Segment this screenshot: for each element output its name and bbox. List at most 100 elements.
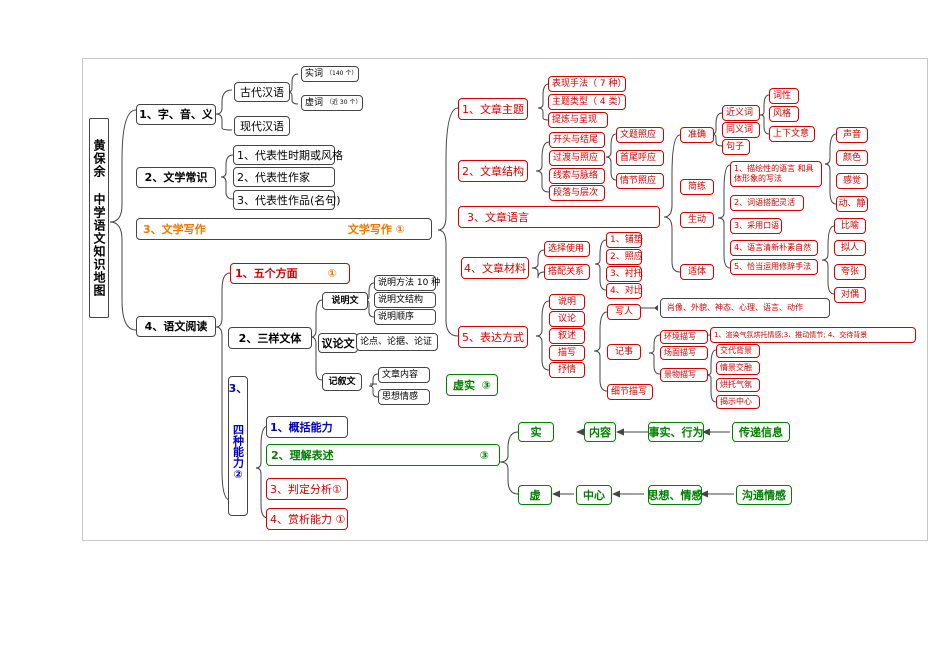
lang-style: 风格: [769, 106, 799, 122]
echo-title: 文题照应: [616, 127, 664, 143]
desc-color: 颜色: [836, 150, 868, 166]
flow-center: 中心: [576, 485, 612, 505]
content-words-note: （140 个）: [326, 70, 358, 77]
person-aspects: 肖像、外貌、神态、心理、语言、动作: [660, 298, 830, 318]
ability-understand-badge: ③: [479, 448, 489, 462]
lang-synonym: 同义词: [722, 122, 760, 138]
theme-techniques: 表现手法（ 7 种）: [548, 76, 626, 92]
mode-explain: 说明: [549, 294, 585, 310]
ancient-chinese: 古代汉语: [234, 82, 290, 102]
mode-describe: 描写: [549, 345, 585, 361]
ability-summarize: 1、概括能力: [266, 416, 348, 438]
rhet-exaggerate: 夸张: [834, 264, 866, 280]
article-material: 4、文章材料: [461, 257, 529, 279]
scene-atmosphere: 烘托气氛: [716, 378, 760, 392]
lang-context: 上下文意: [769, 126, 815, 142]
lang-pos: 词性: [769, 88, 799, 104]
mode-narrate: 叙述: [549, 328, 585, 344]
expository-methods: 说明方法 10 种: [374, 275, 440, 291]
material-lead: 1、铺垫: [606, 232, 643, 248]
expression-modes: 5、表达方式: [458, 326, 528, 348]
writing-right: 文学写作 ①: [344, 224, 405, 235]
lit-period-style: 1、代表性时期或风格: [233, 145, 343, 165]
flow-real: 实: [518, 422, 554, 442]
writing-right-label: 文学写作: [347, 222, 392, 236]
lit-authors: 2、代表性作家: [233, 167, 335, 187]
scene-center: 揭示中心: [716, 395, 760, 409]
function-words-label: 虚词: [305, 97, 324, 108]
four-abilities-num: 3、: [228, 382, 248, 395]
article-theme: 1、文章主题: [458, 98, 528, 120]
material-select: 选择使用: [544, 241, 590, 257]
section-char-sound-meaning: 1、字、音、义: [136, 104, 216, 125]
lang-accurate: 准确: [680, 127, 714, 143]
lang-concise: 简练: [680, 179, 714, 195]
detail-description: 细节描写: [607, 384, 653, 400]
narrative-emotion: 思想情感: [378, 389, 430, 405]
modern-chinese: 现代汉语: [234, 116, 290, 136]
five-aspects: 1、五个方面 ①: [230, 263, 350, 284]
argumentative-text: 议论文: [318, 333, 358, 353]
four-abilities: 3、 四种能力②: [228, 376, 248, 516]
lit-works: 3、代表性作品(名句): [233, 190, 341, 210]
expository-structure: 说明文结构: [374, 292, 436, 308]
content-words-label: 实词: [305, 68, 324, 79]
writing-label: 3、文学写作: [143, 222, 206, 236]
five-aspects-label: 1、五个方面: [235, 267, 298, 280]
mode-argue: 议论: [549, 311, 585, 327]
real-virtual-label: 虚实: [453, 378, 475, 392]
lang-appropriate: 适体: [680, 264, 714, 280]
flow-virtual: 虚: [518, 485, 552, 505]
section-literary-knowledge: 2、文学常识: [136, 167, 216, 188]
expository-order: 说明顺序: [374, 309, 436, 325]
structure-clue: 线索与脉络: [549, 168, 605, 184]
vivid-colloquial: 3、采用口语: [730, 218, 782, 234]
function-words-note: （近 30 个）: [326, 99, 362, 106]
flow-convey-info: 传递信息: [732, 422, 790, 442]
scene-blend: 情景交融: [716, 361, 760, 375]
five-aspects-badge: ①: [327, 267, 337, 280]
map-title: 黄保余 中学语文知识地图: [89, 118, 109, 318]
function-words: 虚词（近 30 个）: [301, 95, 363, 111]
lang-sentence: 句子: [722, 139, 750, 155]
narrative-content: 文章内容: [378, 367, 430, 383]
article-language: 3、文章语言: [458, 206, 660, 228]
ability-appreciate: 4、赏析能力 ①: [266, 508, 348, 530]
section-literary-writing: 3、文学写作 文学写作 ①: [136, 218, 432, 240]
describe-person: 写人: [607, 304, 641, 320]
env-description: 环境描写: [660, 330, 708, 344]
flow-content: 内容: [584, 422, 616, 442]
lang-vivid: 生动: [680, 212, 714, 228]
three-styles: 2、三样文体: [228, 327, 312, 349]
ability-understand: 2、理解表述 ③: [266, 444, 500, 466]
structure-paragraph: 段落与层次: [549, 185, 605, 201]
env-functions: 1、渲染气氛烘托情感;3、推动情节; 4、交待背景: [710, 327, 916, 343]
vivid-descriptive: 1、描绘性的语言 和具体形象的写法: [730, 161, 822, 187]
ability-understand-label: 2、理解表述: [271, 448, 334, 462]
narrative-text: 记叙文: [322, 373, 362, 391]
scene-background: 交代背景: [716, 344, 760, 358]
theme-refine: 提炼与呈现: [548, 112, 608, 128]
scene-description: 场面描写: [660, 346, 708, 360]
desc-sound: 声音: [836, 127, 868, 143]
four-abilities-label: 四种能力②: [231, 424, 245, 481]
writing-badge: ①: [395, 222, 405, 236]
section-reading: 4、语文阅读: [136, 316, 216, 337]
theme-types: 主题类型（ 4 类）: [548, 94, 626, 110]
rhet-metaphor: 比喻: [834, 218, 866, 234]
material-foil: 3、衬托: [606, 266, 643, 282]
flow-thought: 思想、情感: [648, 485, 703, 505]
vivid-collocation: 2、词语搭配灵活: [730, 195, 804, 211]
vivid-natural: 4、语言清新朴素自然: [730, 240, 818, 256]
material-contrast: 4、对比: [606, 283, 643, 299]
structure-open-close: 开头与结尾: [549, 132, 605, 148]
expository-text: 说明文: [322, 292, 368, 310]
rhet-antithesis: 对偶: [834, 287, 866, 303]
structure-transition: 过渡与照应: [549, 150, 605, 166]
echo-head-tail: 首尾呼应: [616, 150, 664, 166]
material-echo: 2、照应: [606, 249, 643, 265]
vivid-rhetoric: 5、恰当运用修辞手法: [730, 259, 818, 275]
desc-feeling: 感觉: [836, 173, 868, 189]
flow-communicate: 沟通情感: [736, 485, 792, 505]
